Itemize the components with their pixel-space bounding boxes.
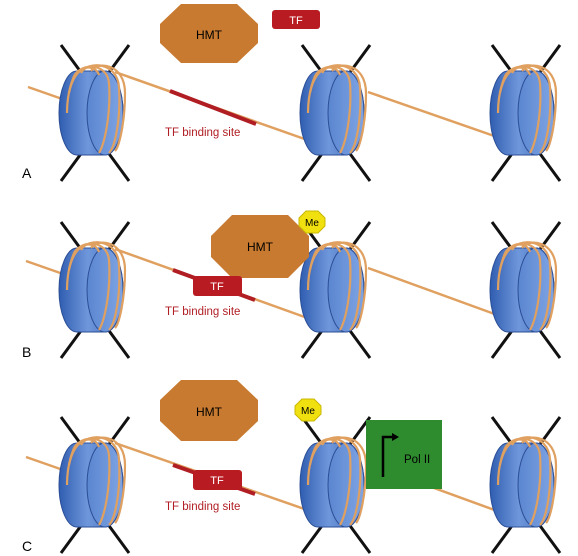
nucleosome <box>57 415 131 555</box>
hmt-shape: HMT <box>160 4 258 63</box>
hmt-label: HMT <box>196 28 223 42</box>
panel-b: HMT TF Me TF binding site B <box>22 210 562 360</box>
panel-letter: B <box>22 344 31 360</box>
nucleosome <box>57 220 131 360</box>
methyl-mark: Me <box>294 398 322 422</box>
panel-a: HMT TF TF binding site A <box>22 4 562 183</box>
nucleosome <box>488 415 562 555</box>
hmt-shape: HMT <box>160 380 258 441</box>
tf-label: TF <box>210 475 224 487</box>
hmt-shape: HMT <box>211 215 309 278</box>
pol-label: Pol II <box>404 454 430 466</box>
panel-letter: A <box>22 165 32 181</box>
nucleosome <box>298 415 372 555</box>
nucleosome <box>298 43 372 183</box>
me-label: Me <box>305 218 319 229</box>
panel-letter: C <box>22 538 32 554</box>
binding-site-label: TF binding site <box>165 501 240 513</box>
dna-strand <box>367 266 501 318</box>
nucleosome <box>298 220 372 360</box>
dna-strand <box>367 90 501 140</box>
me-label: Me <box>301 406 315 417</box>
binding-site-segment <box>169 89 257 126</box>
tf-label: TF <box>289 15 303 27</box>
nucleosome <box>488 220 562 360</box>
hmt-label: HMT <box>196 405 223 419</box>
tf-box: TF <box>193 470 242 490</box>
panel-c: HMT TF Me Pol II TF binding site C <box>22 380 562 555</box>
binding-site-label: TF binding site <box>165 127 240 139</box>
tf-box: TF <box>272 10 320 29</box>
tf-label: TF <box>210 281 224 293</box>
pol-ii-complex: Pol II <box>366 420 442 489</box>
nucleosome <box>488 43 562 183</box>
transcription-start-arrow-icon <box>381 435 393 477</box>
nucleosome <box>57 43 131 183</box>
binding-site-label: TF binding site <box>165 306 240 318</box>
methyl-mark: Me <box>298 210 326 234</box>
tf-box: TF <box>193 276 242 296</box>
hmt-label: HMT <box>247 240 274 254</box>
